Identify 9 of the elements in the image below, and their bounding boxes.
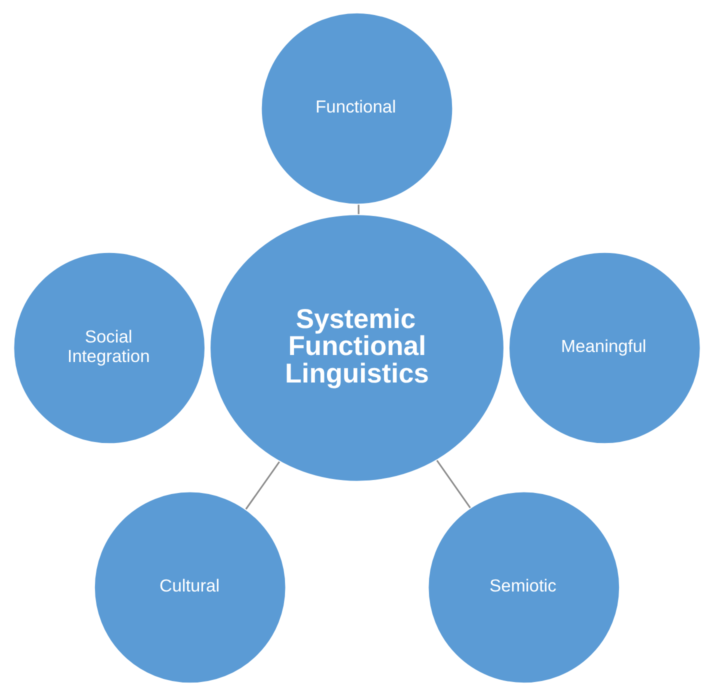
connector [244, 461, 280, 510]
node-circle: Semiotic [426, 490, 620, 684]
node-circle: Systemic Functional Linguistics [208, 214, 505, 482]
connector [357, 204, 359, 214]
node-circle: Social Integration [12, 251, 206, 445]
connector [436, 460, 470, 508]
node-circle: Meaningful [507, 251, 701, 445]
node-circle: Cultural [92, 490, 286, 684]
node-circle: Functional [260, 12, 454, 206]
